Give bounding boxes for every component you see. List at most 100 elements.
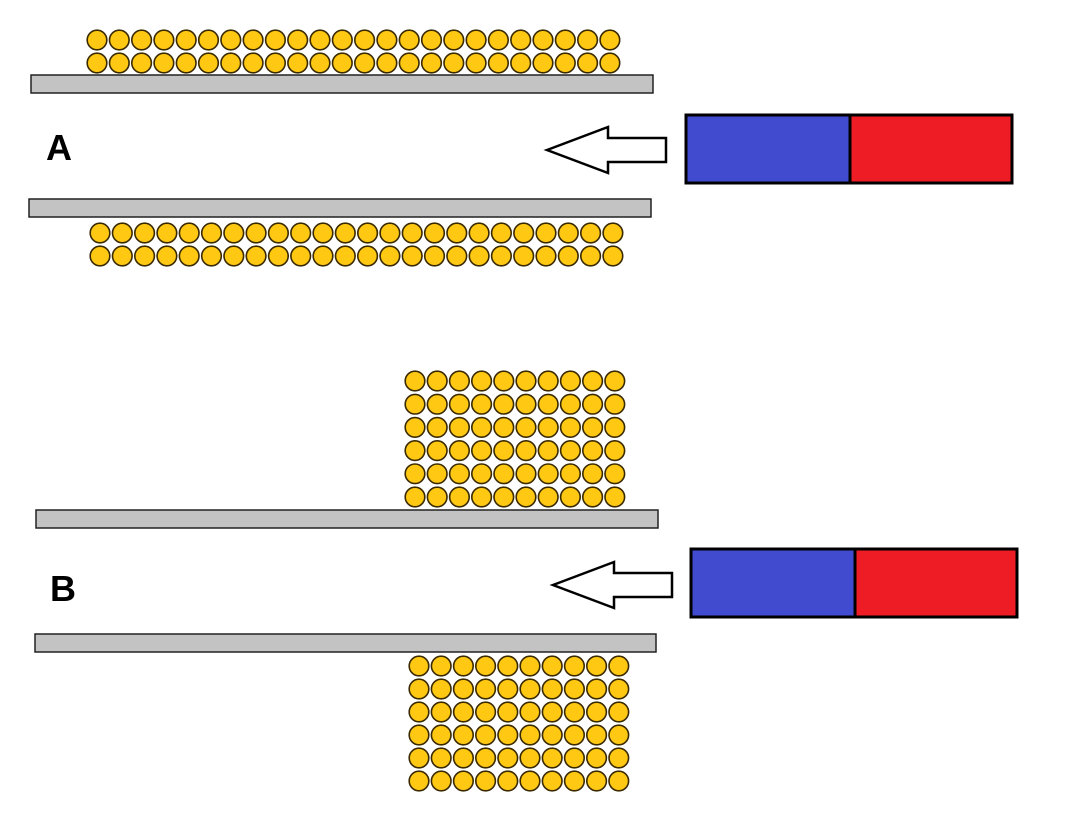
particle-b-top [448, 370, 471, 392]
particle-b-top [537, 393, 559, 415]
particle-a-bottom [401, 222, 423, 244]
particle-b-top [471, 393, 493, 415]
particle-a-bottom [535, 222, 557, 244]
particle-b-bottom [585, 655, 608, 677]
particle-b-bottom [585, 678, 608, 700]
particle-b-top [515, 440, 537, 462]
particle-b-top [404, 370, 426, 392]
particle-a-bottom [379, 222, 401, 244]
particle-a-bottom [490, 222, 513, 244]
particle-b-bottom [497, 678, 519, 700]
particle-b-top [581, 370, 604, 392]
particle-a-bottom [334, 245, 356, 267]
particle-a-top [86, 52, 108, 74]
particle-a-top [420, 52, 443, 74]
particle-b-bottom [497, 747, 519, 769]
particle-b-top [404, 486, 426, 508]
particle-b-bottom [408, 678, 430, 700]
particle-b-bottom [563, 747, 586, 769]
particle-a-bottom [178, 222, 200, 244]
particle-b-bottom [408, 770, 430, 792]
particle-b-bottom [475, 724, 497, 746]
particle-a-top [153, 29, 175, 51]
particle-a-top [398, 52, 420, 74]
particle-a-bottom [267, 222, 290, 244]
particle-b-bottom [452, 770, 475, 792]
particle-a-top [131, 52, 153, 74]
particle-a-bottom [111, 222, 133, 244]
particle-b-top [604, 463, 626, 485]
particle-b-bottom [497, 701, 519, 723]
particle-b-bottom [475, 655, 497, 677]
particle-b-bottom [541, 770, 563, 792]
particle-a-top [197, 52, 220, 74]
particle-a-top [443, 29, 465, 51]
particle-a-top [510, 29, 532, 51]
particle-b-top [604, 416, 626, 439]
particle-a-bottom [245, 222, 267, 244]
particle-b-top [404, 440, 426, 462]
particle-b-top [604, 486, 626, 508]
particle-b-bottom [408, 724, 430, 746]
particle-b-top [515, 486, 537, 508]
plate-a-bottom [28, 198, 652, 218]
particle-a-top [331, 52, 353, 74]
particle-b-top [515, 393, 537, 415]
arrow-left-icon [543, 125, 668, 175]
particle-b-top [515, 416, 537, 439]
particle-b-bottom [408, 701, 430, 723]
particle-b-bottom [497, 724, 519, 746]
particle-b-top [448, 393, 471, 415]
particle-b-top [448, 463, 471, 485]
particle-b-top [426, 393, 448, 415]
particle-b-bottom [519, 724, 541, 746]
particle-a-bottom [557, 245, 579, 267]
particle-b-top [471, 463, 493, 485]
particle-b-top [559, 440, 582, 462]
particle-b-bottom [608, 655, 630, 677]
particle-b-bottom [563, 724, 586, 746]
particle-a-bottom [513, 222, 535, 244]
particle-b-top [404, 416, 426, 439]
particle-a-bottom [357, 245, 379, 267]
particle-a-top [264, 29, 287, 51]
particle-a-bottom [156, 222, 178, 244]
particle-b-top [493, 440, 515, 462]
particle-b-top [426, 463, 448, 485]
particle-b-bottom [608, 678, 630, 700]
particle-b-top [404, 393, 426, 415]
particle-a-top [242, 52, 264, 74]
particle-a-bottom [468, 245, 490, 267]
particle-a-bottom [557, 222, 579, 244]
particle-a-bottom [267, 245, 290, 267]
particle-a-bottom [535, 245, 557, 267]
particle-b-top [426, 486, 448, 508]
particle-a-top [220, 29, 242, 51]
particle-a-top [86, 29, 108, 51]
particle-b-bottom [408, 655, 430, 677]
magnet-a-south-pole [850, 115, 1012, 183]
particle-a-bottom [200, 222, 223, 244]
particle-b-top [493, 416, 515, 439]
particle-a-bottom [579, 222, 602, 244]
particle-b-bottom [430, 701, 452, 723]
particle-b-bottom [475, 747, 497, 769]
particle-b-bottom [475, 678, 497, 700]
particle-a-bottom [490, 245, 513, 267]
particle-b-bottom [475, 701, 497, 723]
particle-b-top [426, 416, 448, 439]
particle-a-top [487, 29, 510, 51]
particle-b-bottom [430, 747, 452, 769]
particle-a-bottom [111, 245, 133, 267]
particle-b-top [537, 370, 559, 392]
particle-a-top [331, 29, 353, 51]
particle-b-bottom [585, 701, 608, 723]
particle-a-top [153, 52, 175, 74]
particle-a-top [420, 29, 443, 51]
particle-a-bottom [223, 222, 245, 244]
particle-a-top [175, 29, 197, 51]
particle-b-top [426, 370, 448, 392]
particle-b-top [493, 463, 515, 485]
magnet-b-north-pole [691, 549, 855, 617]
particle-a-bottom [245, 245, 267, 267]
